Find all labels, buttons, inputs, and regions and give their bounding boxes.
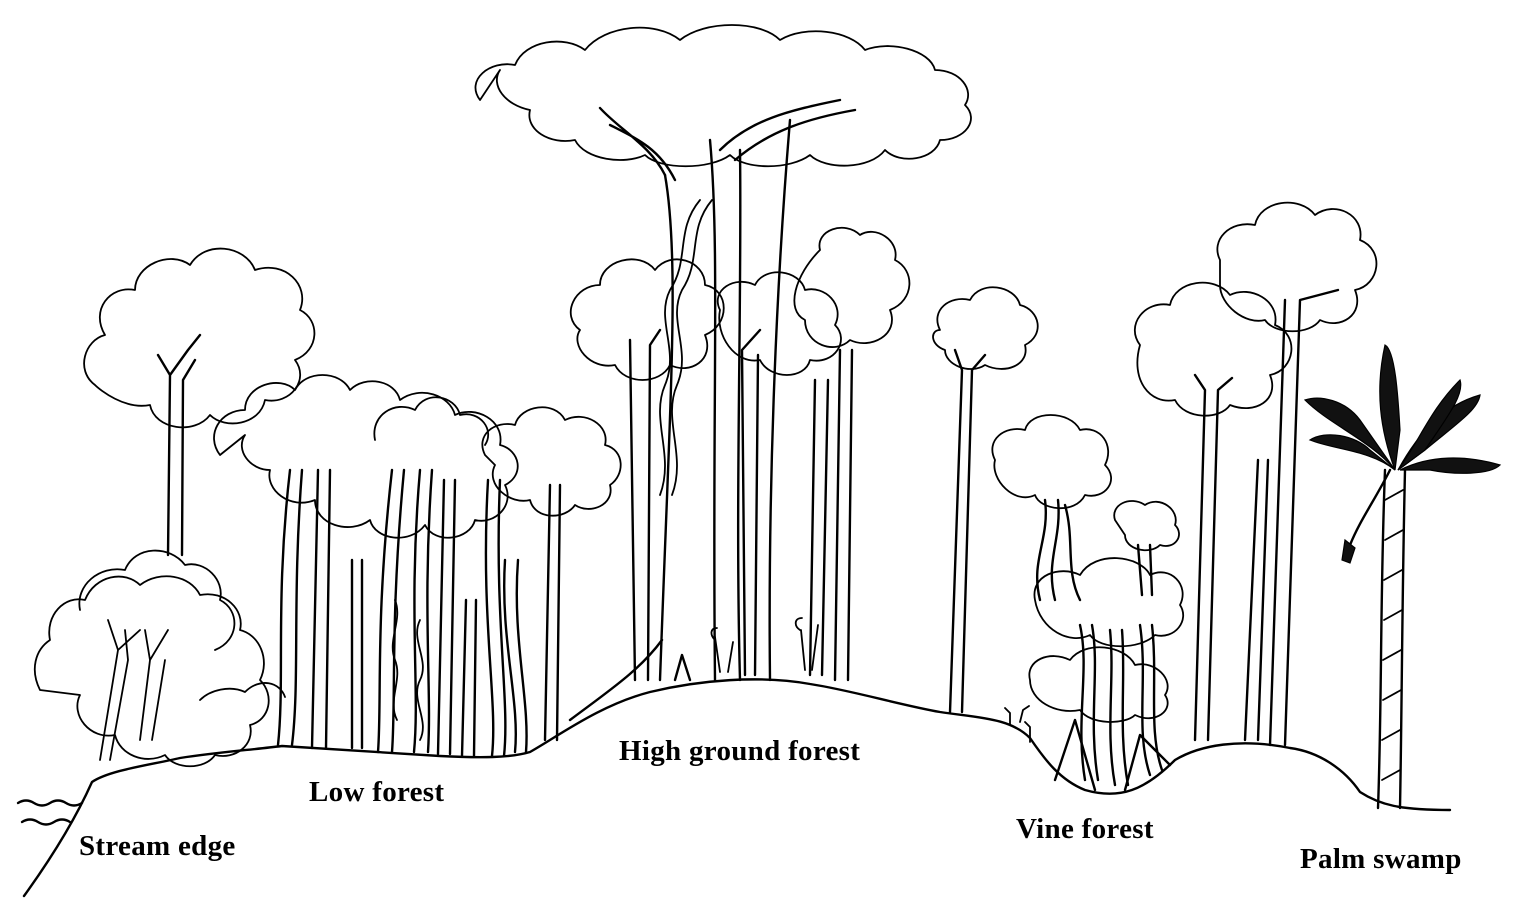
stream-edge-vegetation bbox=[35, 551, 285, 767]
label-palm-swamp: Palm swamp bbox=[1300, 843, 1462, 876]
palm-tree bbox=[1305, 345, 1500, 808]
right-tall-trees bbox=[1135, 203, 1377, 745]
label-stream-edge: Stream edge bbox=[79, 830, 236, 863]
emergent-tree bbox=[475, 25, 971, 720]
low-forest-trees bbox=[214, 375, 527, 756]
label-vine-forest: Vine forest bbox=[1016, 813, 1154, 846]
ground-profile-line bbox=[24, 679, 1450, 896]
label-high-ground-forest: High ground forest bbox=[619, 735, 860, 768]
tall-tree-left bbox=[84, 249, 314, 555]
label-low-forest: Low forest bbox=[309, 776, 444, 809]
vine-forest-trees bbox=[933, 287, 1183, 790]
